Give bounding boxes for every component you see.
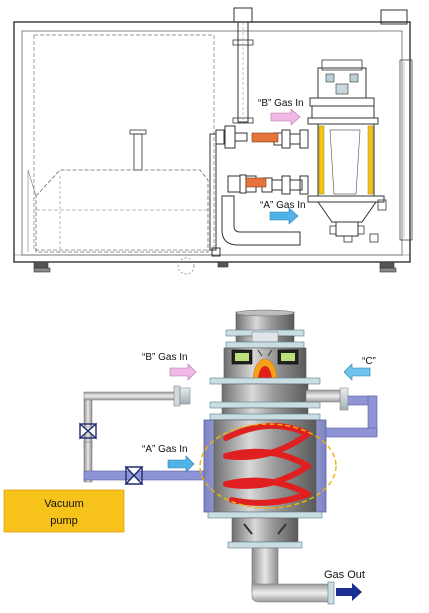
top-reactor-chamber (307, 59, 387, 243)
dashed-detail-circle (177, 257, 195, 275)
c-gas-arrow (343, 363, 371, 381)
bottom-schematic: Vacuum pump “B” Gas In “C” “A” Gas In Ga… (3, 309, 378, 605)
viewport-windows (231, 349, 299, 365)
top-a-gas-label: “A” Gas In (260, 200, 306, 211)
top-engineering-drawing: “B” Gas In “A” Gas In (13, 7, 413, 275)
right-side-panel (399, 59, 413, 241)
vacuum-pump-label-line2: pump (50, 515, 78, 527)
exhaust-box (380, 9, 408, 25)
bottom-a-gas-label: “A” Gas In (142, 444, 188, 455)
bottom-b-gas-label: “B” Gas In (142, 352, 188, 363)
bottom-b-gas-arrow (169, 363, 197, 381)
bypass-valve (79, 422, 97, 440)
b-gas-heater-segment (251, 132, 279, 143)
vacuum-pump-box (3, 489, 125, 533)
top-b-gas-arrow (270, 108, 301, 126)
outlet-pipe-elbow (251, 583, 331, 603)
gas-out-label: Gas Out (324, 569, 365, 581)
heater-coil (223, 423, 311, 506)
c-label: “C” (362, 356, 376, 367)
gas-out-arrow (336, 583, 362, 601)
bottom-a-gas-arrow (167, 455, 195, 473)
gas-piping (209, 125, 309, 257)
b-gas-line-pipe (83, 391, 177, 401)
casters (33, 261, 397, 273)
a-gas-heater-segment (245, 177, 267, 188)
pump-tank-outline (27, 169, 209, 253)
top-a-gas-arrow (269, 207, 299, 225)
dashed-inner-enclosure (33, 34, 215, 251)
a-gas-valve (124, 466, 144, 485)
exhaust-stack (232, 7, 254, 124)
vacuum-pump-label-line1: Vacuum (44, 498, 84, 510)
heating-zone-highlight (199, 423, 337, 509)
top-b-gas-label: “B” Gas In (258, 98, 304, 109)
